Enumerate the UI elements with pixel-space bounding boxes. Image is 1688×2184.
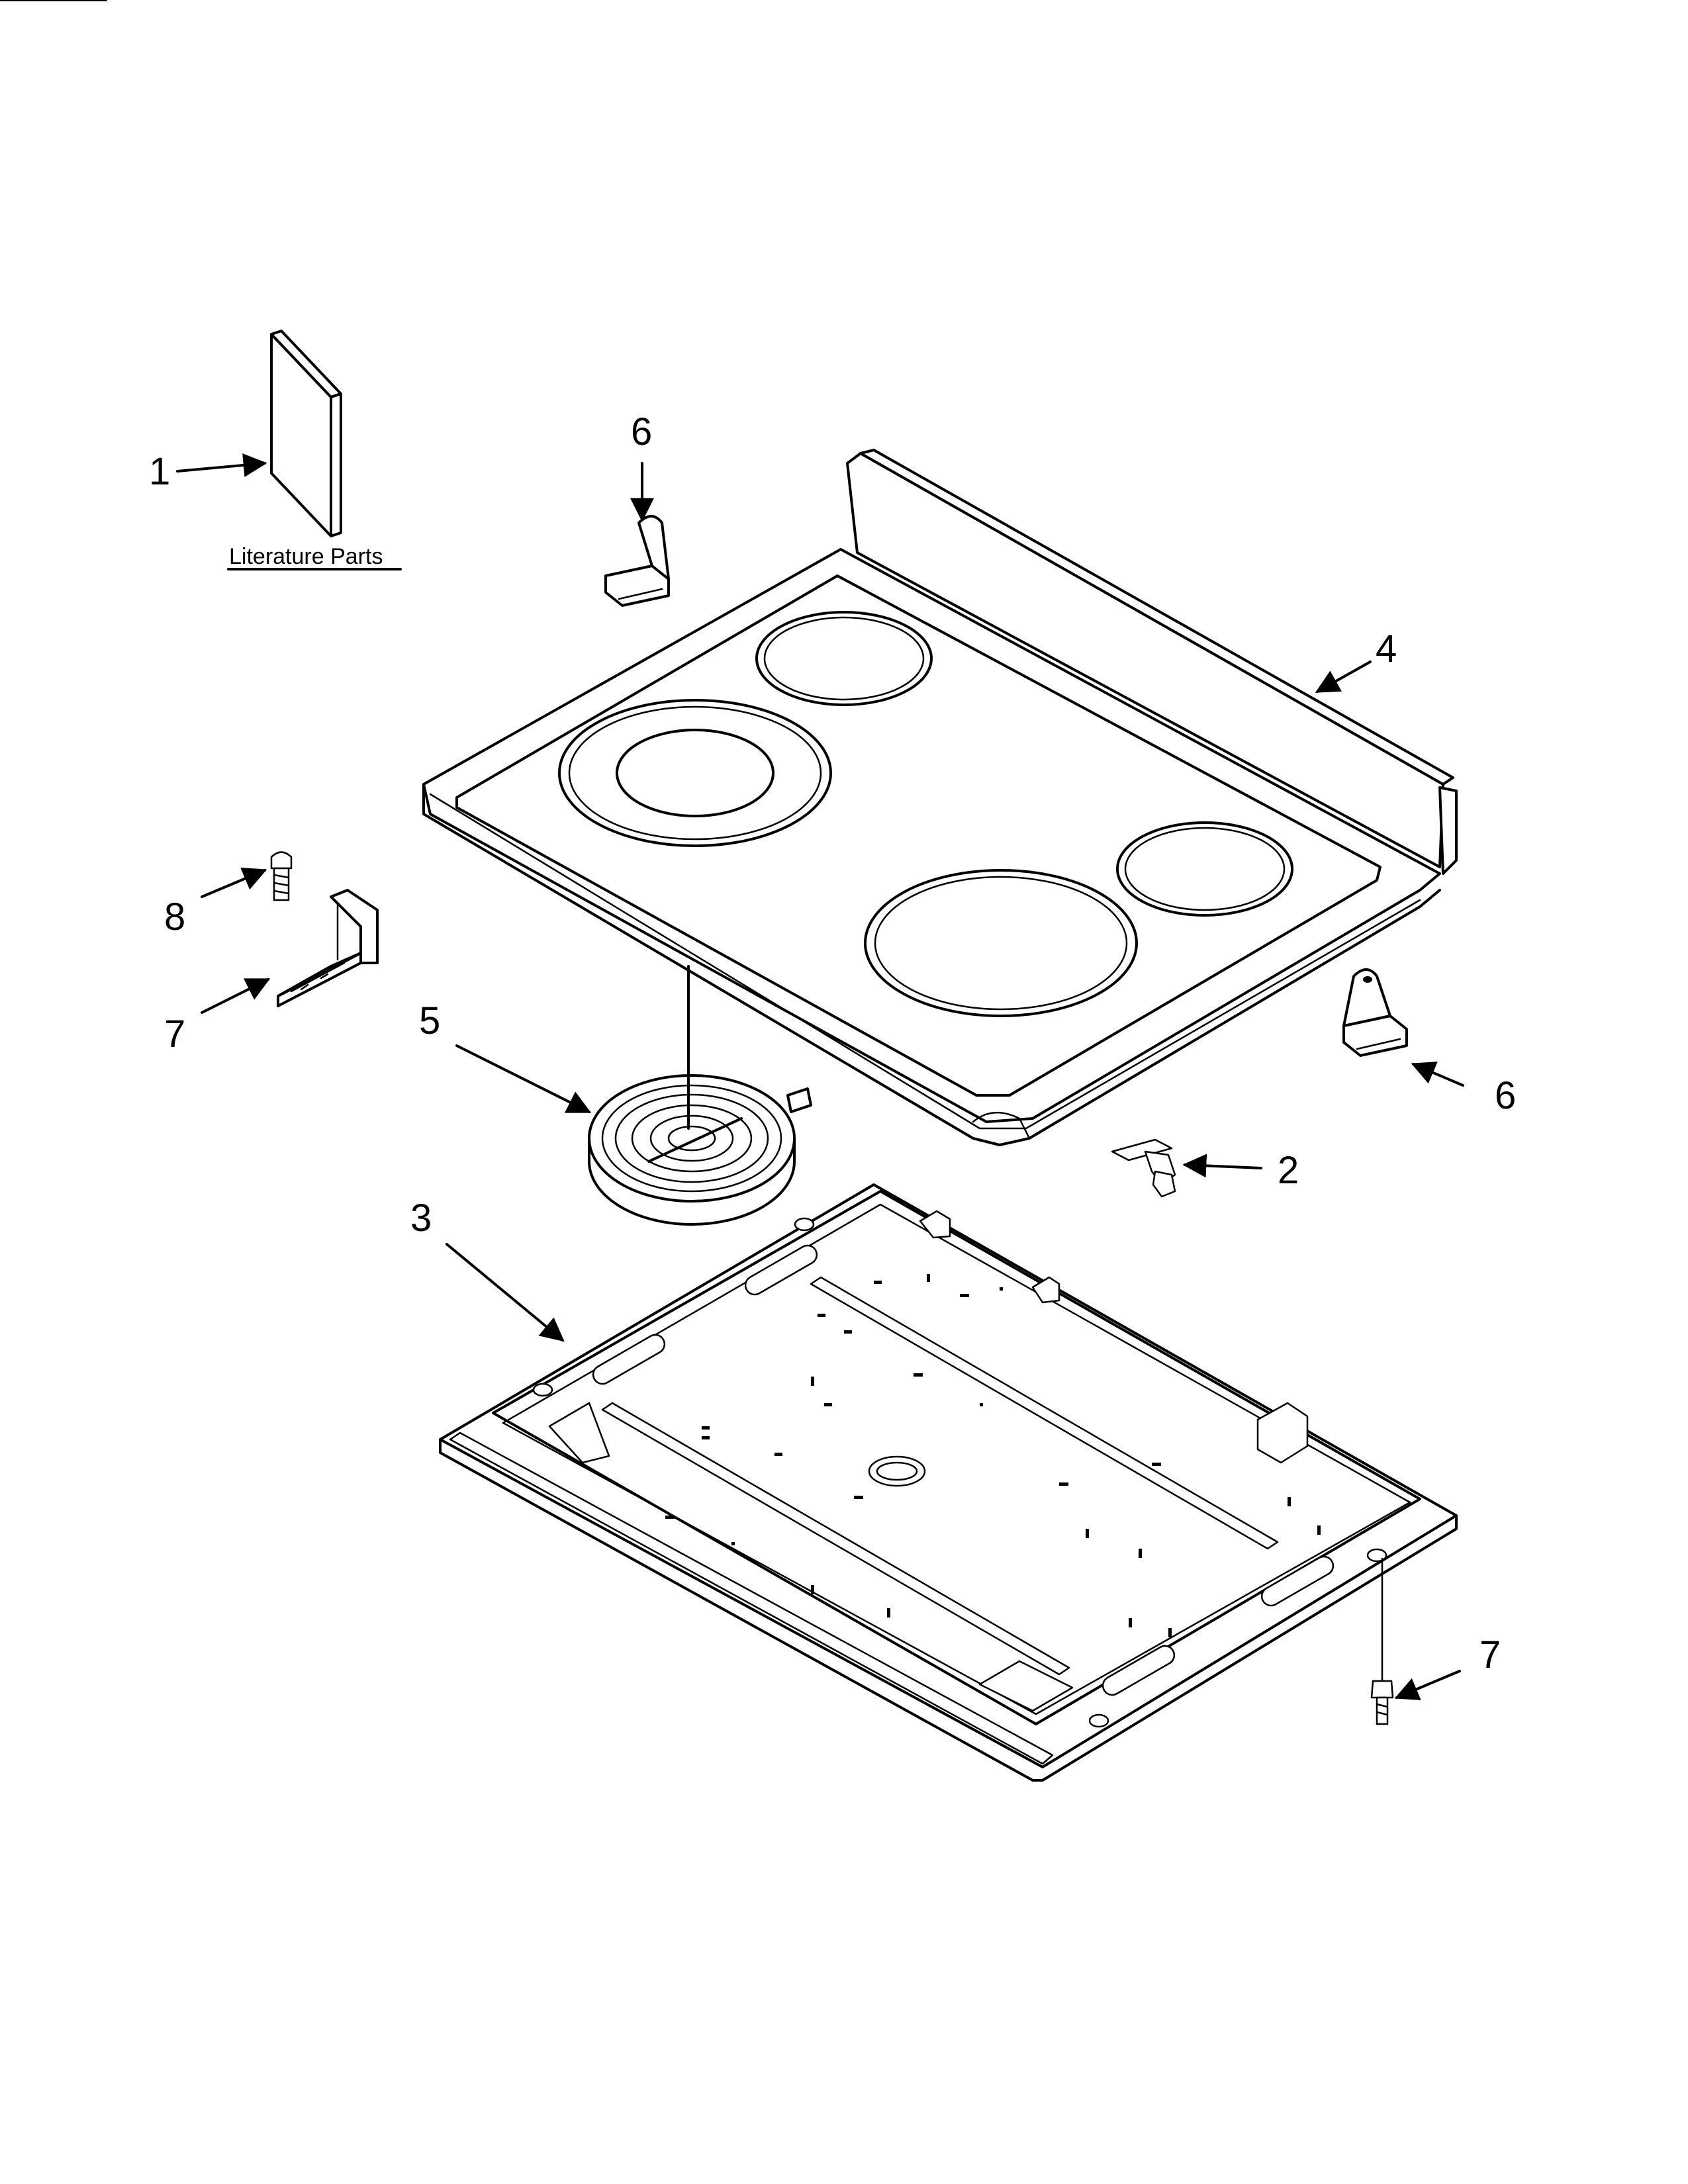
callout-7-left: 7	[164, 1013, 185, 1056]
callout-7-bottom: 7	[1479, 1633, 1501, 1676]
part-4-cooktop[interactable]	[422, 449, 1458, 1146]
part-3-burner-box[interactable]	[439, 1183, 1458, 1782]
part-8-screw[interactable]	[270, 851, 293, 901]
callout-5: 5	[419, 999, 440, 1042]
literature-booklet[interactable]	[0, 0, 342, 537]
part-2-clip[interactable]	[1111, 1138, 1176, 1198]
callout-8: 8	[164, 895, 185, 938]
callout-1: 1	[149, 450, 170, 493]
callout-2: 2	[1278, 1149, 1299, 1192]
part-5-radiant-element[interactable]	[588, 965, 812, 1226]
part-7-screw-bottom[interactable]	[1370, 1557, 1394, 1725]
part-6-clip-right[interactable]	[1342, 968, 1408, 1057]
leader-arrows	[176, 453, 1464, 1701]
callout-6-right: 6	[1495, 1074, 1516, 1117]
part-6-clip-top[interactable]	[604, 515, 670, 607]
literature-parts-label: Literature Parts	[229, 544, 383, 569]
callout-3: 3	[410, 1197, 432, 1240]
callout-4: 4	[1376, 627, 1397, 670]
part-7-bracket-left[interactable]	[277, 889, 379, 1007]
callout-6-top: 6	[631, 410, 652, 453]
